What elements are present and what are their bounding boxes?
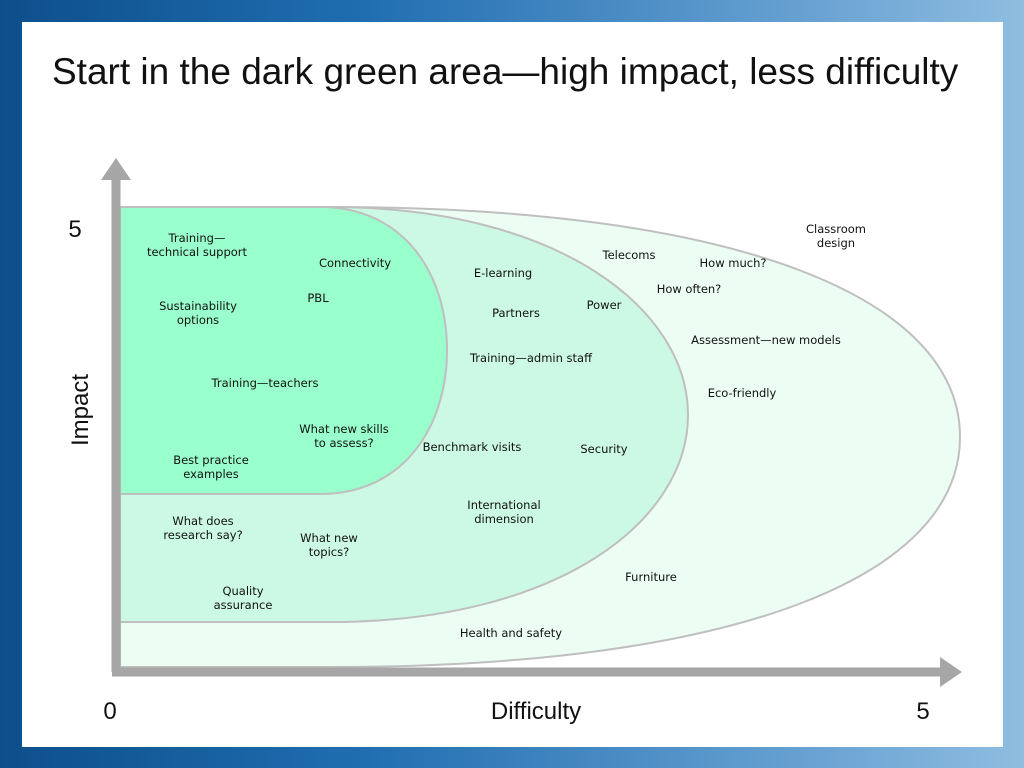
item-training-technical-support: Training—technical support xyxy=(147,231,248,259)
item-telecoms: Telecoms xyxy=(602,248,656,262)
item-training-admin-staff: Training—admin staff xyxy=(469,351,593,365)
item-label-line: What does xyxy=(172,514,233,528)
item-label-line: What new skills xyxy=(299,422,389,436)
item-label-line: Eco-friendly xyxy=(708,386,777,400)
item-label-line: Training— xyxy=(168,231,226,245)
item-label-line: Benchmark visits xyxy=(423,440,522,454)
y-axis-max-tick: 5 xyxy=(68,216,81,243)
item-label-line: PBL xyxy=(307,291,329,305)
y-axis-label: Impact xyxy=(67,374,94,446)
item-label-line: International xyxy=(467,498,540,512)
item-label-line: Health and safety xyxy=(460,626,562,640)
item-label-line: E-learning xyxy=(474,266,532,280)
item-label-line: assurance xyxy=(214,598,273,612)
item-label-line: design xyxy=(817,236,855,250)
item-label-line: Security xyxy=(580,442,627,456)
item-label-line: Furniture xyxy=(625,570,677,584)
item-pbl: PBL xyxy=(307,291,329,305)
item-e-learning: E-learning xyxy=(474,266,532,280)
item-label-line: Best practice xyxy=(173,453,249,467)
item-label-line: Quality xyxy=(222,584,263,598)
item-connectivity: Connectivity xyxy=(319,256,391,270)
item-how-much: How much? xyxy=(700,256,767,270)
axes xyxy=(101,158,962,687)
item-partners: Partners xyxy=(492,306,540,320)
item-label-line: to assess? xyxy=(314,436,373,450)
item-label-line: Connectivity xyxy=(319,256,391,270)
item-label-line: Training—teachers xyxy=(211,376,319,390)
item-label-line: examples xyxy=(183,467,239,481)
item-label-line: Classroom xyxy=(806,222,866,236)
x-axis-arrowhead xyxy=(940,657,962,687)
high-impact-low-difficulty-zone xyxy=(119,206,449,495)
item-label-line: Partners xyxy=(492,306,540,320)
item-how-often: How often? xyxy=(657,282,722,296)
item-training-teachers: Training—teachers xyxy=(211,376,319,390)
x-axis-origin-tick: 0 xyxy=(103,698,116,725)
item-label-line: topics? xyxy=(309,545,349,559)
x-axis-label: Difficulty xyxy=(491,698,581,725)
item-label-line: research say? xyxy=(163,528,242,542)
item-label-line: How much? xyxy=(700,256,767,270)
item-security: Security xyxy=(580,442,627,456)
item-label-line: What new xyxy=(300,531,358,545)
item-label-line: Assessment—new models xyxy=(691,333,841,347)
item-label-line: technical support xyxy=(147,245,248,259)
item-health-and-safety: Health and safety xyxy=(460,626,562,640)
slide-title: Start in the dark green area—high impact… xyxy=(52,51,959,92)
item-eco-friendly: Eco-friendly xyxy=(708,386,777,400)
item-benchmark-visits: Benchmark visits xyxy=(423,440,522,454)
y-axis-arrowhead xyxy=(101,158,131,180)
item-label-line: dimension xyxy=(474,512,534,526)
item-label-line: options xyxy=(177,313,219,327)
item-assessment-new-models: Assessment—new models xyxy=(691,333,841,347)
item-label-line: Training—admin staff xyxy=(469,351,593,365)
item-label-line: Power xyxy=(587,298,622,312)
item-label-line: How often? xyxy=(657,282,722,296)
item-label-line: Telecoms xyxy=(602,248,656,262)
x-axis-max-tick: 5 xyxy=(916,698,929,725)
item-label-line: Sustainability xyxy=(159,299,237,313)
item-furniture: Furniture xyxy=(625,570,677,584)
item-power: Power xyxy=(587,298,622,312)
